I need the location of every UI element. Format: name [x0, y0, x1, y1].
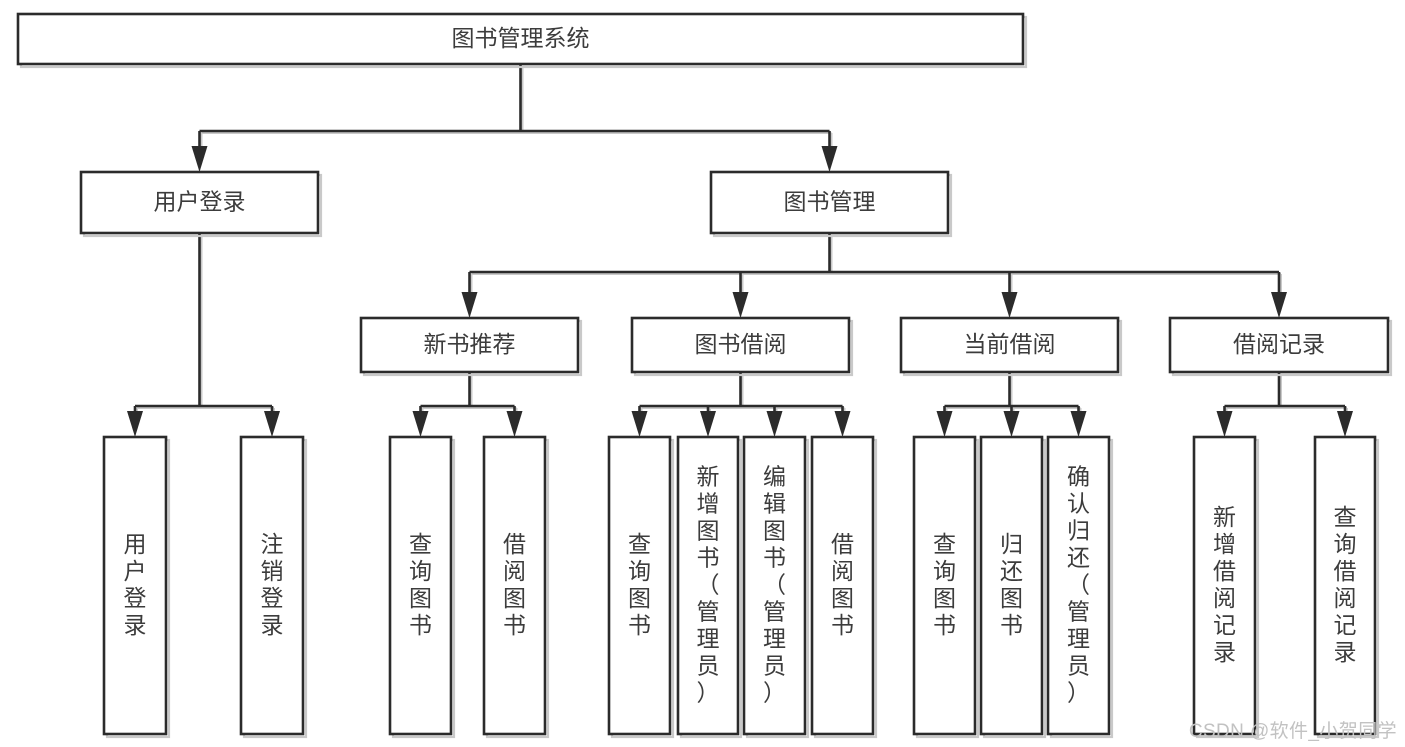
node-label: 归还图书: [1000, 531, 1023, 638]
node-box[interactable]: [1168, 316, 1390, 374]
node-box[interactable]: [810, 435, 875, 736]
arrow-head-icon: [1070, 411, 1087, 437]
arrow-head-icon: [1337, 411, 1353, 437]
node-l6[interactable]: 新增图书（管理员）: [676, 435, 743, 739]
node-box[interactable]: [709, 170, 950, 235]
node-box[interactable]: [79, 170, 320, 235]
arrow-head-icon: [1216, 411, 1233, 437]
node-box[interactable]: [676, 435, 740, 736]
node-layer: 图书管理系统用户登录图书管理新书推荐图书借阅当前借阅借阅记录用户登录注销登录查询…: [16, 12, 1393, 739]
arrow-head-icon: [127, 411, 143, 437]
node-box[interactable]: [482, 435, 547, 736]
node-label: 当前借阅: [964, 331, 1056, 357]
arrow-head-icon: [264, 411, 280, 437]
node-l3[interactable]: 查询图书: [388, 435, 456, 739]
node-l1[interactable]: 用户登录: [102, 435, 171, 739]
arrow-head-icon: [412, 411, 429, 437]
node-box[interactable]: [742, 435, 807, 736]
node-n2d[interactable]: 借阅记录: [1168, 316, 1393, 377]
node-label: 新书推荐: [424, 331, 516, 357]
node-label: 借阅记录: [1233, 331, 1325, 357]
node-l2[interactable]: 注销登录: [239, 435, 308, 739]
arrow-head-icon: [1003, 411, 1020, 437]
connector-group-n2c: [936, 372, 1087, 437]
node-label: 借阅图书: [503, 531, 526, 638]
node-box[interactable]: [979, 435, 1044, 736]
node-box[interactable]: [102, 435, 168, 736]
arrow-head-icon: [1001, 292, 1018, 318]
node-box[interactable]: [607, 435, 672, 736]
node-l5[interactable]: 查询图书: [607, 435, 675, 739]
node-label: 用户登录: [154, 189, 246, 215]
node-box[interactable]: [912, 435, 977, 736]
node-l8[interactable]: 借阅图书: [810, 435, 878, 739]
arrow-head-icon: [191, 146, 208, 172]
node-label: 图书管理系统: [452, 25, 590, 51]
node-box[interactable]: [388, 435, 453, 736]
node-box[interactable]: [1046, 435, 1111, 736]
node-label: 注销登录: [261, 531, 284, 638]
node-box[interactable]: [1313, 435, 1377, 736]
node-label: 借阅图书: [831, 531, 854, 638]
arrow-head-icon: [631, 411, 648, 437]
connector-group-n2: [461, 233, 1287, 318]
arrow-head-icon: [766, 411, 783, 437]
connector-layer: [127, 64, 1353, 437]
arrow-head-icon: [936, 411, 953, 437]
node-box[interactable]: [1192, 435, 1257, 736]
node-label: 确认归还（管理员）: [1067, 463, 1090, 705]
arrow-head-icon: [506, 411, 523, 437]
node-n2a[interactable]: 新书推荐: [359, 316, 583, 377]
node-label: 图书管理: [784, 189, 876, 215]
node-n1[interactable]: 用户登录: [79, 170, 323, 238]
node-label: 查询图书: [933, 531, 956, 638]
node-label: 查询图书: [628, 531, 651, 638]
node-l9[interactable]: 查询图书: [912, 435, 980, 739]
node-n2b[interactable]: 图书借阅: [630, 316, 854, 377]
node-label: 新增图书（管理员）: [697, 463, 720, 705]
node-label: 新增借阅记录: [1213, 504, 1236, 665]
node-n2c[interactable]: 当前借阅: [899, 316, 1123, 377]
arrow-head-icon: [834, 411, 851, 437]
node-root[interactable]: 图书管理系统: [16, 12, 1028, 69]
node-label: 查询借阅记录: [1334, 504, 1357, 665]
node-l10[interactable]: 归还图书: [979, 435, 1047, 739]
arrow-head-icon: [1271, 292, 1287, 318]
node-box[interactable]: [630, 316, 851, 374]
node-l12[interactable]: 新增借阅记录: [1192, 435, 1260, 739]
connector-group-root: [191, 64, 838, 172]
node-box[interactable]: [899, 316, 1120, 374]
arrow-head-icon: [461, 292, 478, 318]
arrow-head-icon: [732, 292, 749, 318]
connector-group-n2d: [1216, 372, 1353, 437]
arrow-head-icon: [700, 411, 716, 437]
node-l4[interactable]: 借阅图书: [482, 435, 550, 739]
node-box[interactable]: [239, 435, 305, 736]
node-box[interactable]: [16, 12, 1025, 66]
connector-group-n2a: [412, 372, 523, 437]
node-box[interactable]: [359, 316, 580, 374]
node-l11[interactable]: 确认归还（管理员）: [1046, 435, 1114, 739]
node-label: 查询图书: [409, 531, 432, 638]
node-l7[interactable]: 编辑图书（管理员）: [742, 435, 810, 739]
node-label: 图书借阅: [695, 331, 787, 357]
node-label: 编辑图书（管理员）: [763, 463, 786, 705]
arrow-head-icon: [821, 146, 838, 172]
connector-group-n1: [127, 233, 280, 437]
node-label: 用户登录: [124, 531, 147, 638]
node-n2[interactable]: 图书管理: [709, 170, 953, 238]
connector-group-n2b: [631, 372, 851, 437]
node-l13[interactable]: 查询借阅记录: [1313, 435, 1380, 739]
